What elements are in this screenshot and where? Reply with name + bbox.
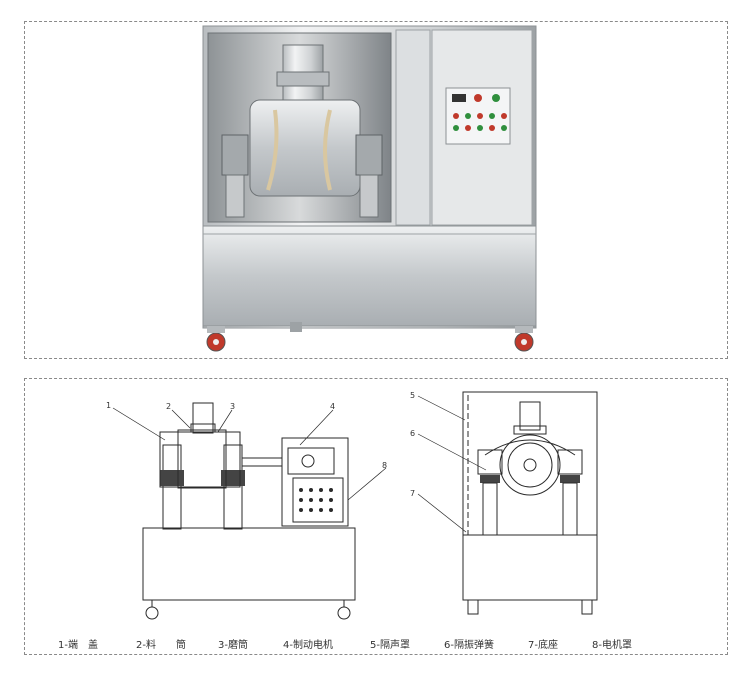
- legend-item-1: 1-端 盖: [58, 640, 98, 651]
- legend-item-7: 7-底座: [528, 640, 558, 651]
- legend-item-8: 8-电机罩: [592, 640, 632, 651]
- legend-item-4: 4-制动电机: [283, 640, 333, 651]
- machine-photo-panel: [24, 21, 728, 359]
- legend-item-5: 5-隔声罩: [370, 640, 410, 651]
- side-view: [462, 391, 598, 615]
- technical-drawing-panel: [24, 378, 728, 655]
- legend-item-6: 6-隔振弹簧: [444, 640, 494, 651]
- legend-item-2: 2-料 筒: [136, 640, 186, 651]
- legend-item-3: 3-磨筒: [218, 640, 248, 651]
- front-view: [142, 402, 356, 620]
